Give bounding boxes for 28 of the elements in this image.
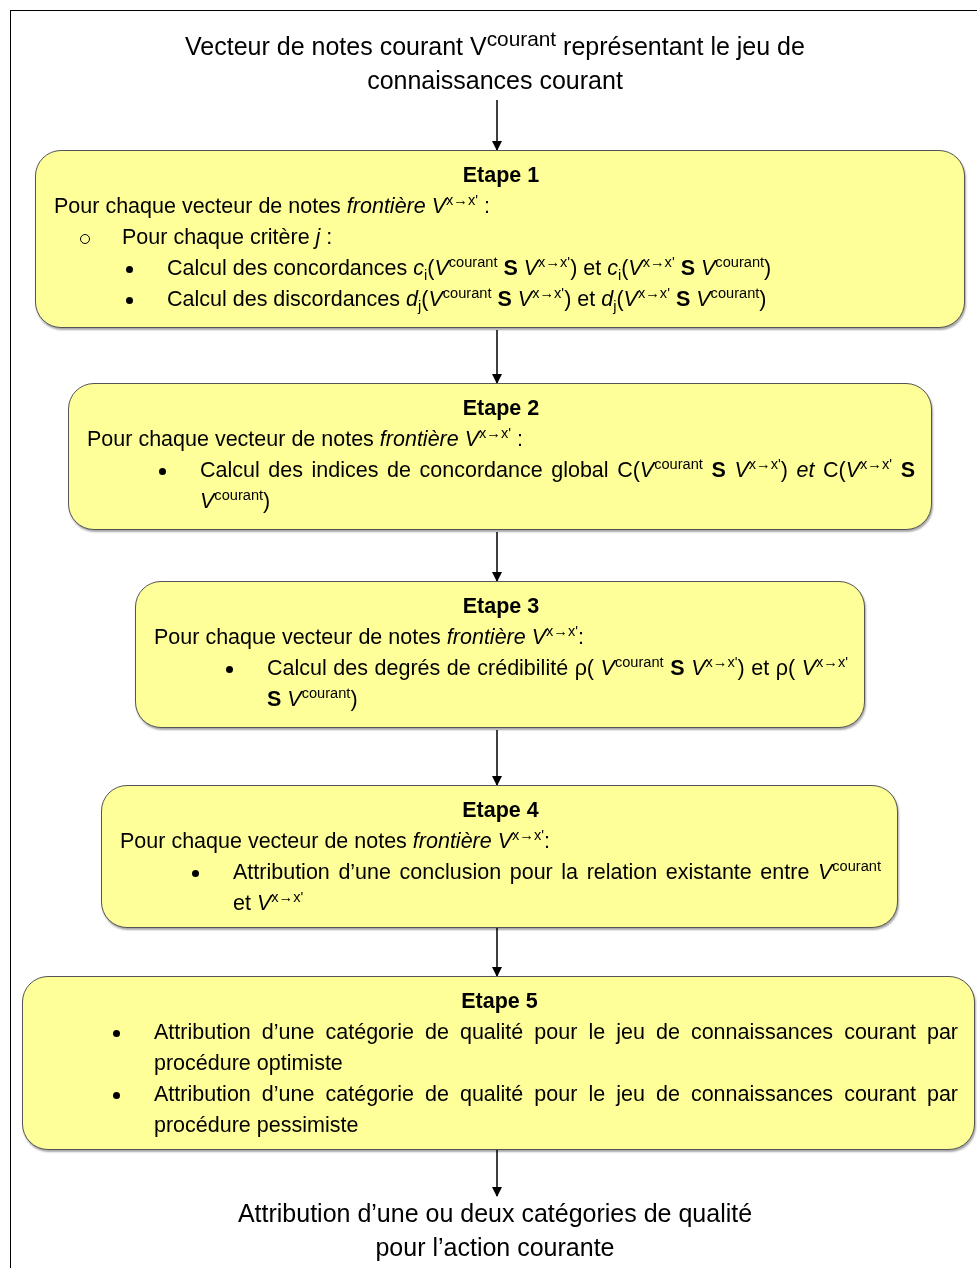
step-box (35, 150, 965, 328)
bullet-text: Attribution d’une conclusion pour la relation existante entre V$^{courant}$ et V$^{x→x'}$ (233, 860, 881, 915)
step-box (22, 976, 975, 1150)
arrow (492, 927, 502, 977)
step-box (101, 785, 898, 928)
step-heading: Etape 2 (461, 395, 541, 422)
step-heading: Etape 4 (461, 797, 540, 824)
step-heading: Etape 3 (461, 593, 541, 620)
step-box (135, 581, 865, 728)
step-text: Pour chaque vecteur de notes frontière V$^{x→x'}$: (120, 829, 551, 853)
bullet-text: Calcul des concordances c$_{i}$(V$^{courant}$ S V$^{x→x'}$) et c$_{i}$(V$^{x→x'}$ S V$^{courant}$) (167, 256, 772, 280)
arrow (492, 329, 502, 384)
step-box (68, 383, 932, 530)
bullet-text: Attribution d’une catégorie de qualité pour le jeu de connaissances courant par procédure optimiste (154, 1020, 958, 1075)
step-text: Pour chaque vecteur de notes frontière V$^{x→x'}$ : (54, 194, 490, 218)
step-text: Pour chaque vecteur de notes frontière V$^{x→x'}$: (154, 625, 585, 649)
arrow (492, 531, 502, 582)
step-text: Pour chaque vecteur de notes frontière V$^{x→x'}$ : (87, 427, 523, 451)
arrow (492, 99, 502, 151)
bullet-text: Attribution d’une catégorie de qualité pour le jeu de connaissances courant par procédure pessimiste (154, 1082, 958, 1137)
step-heading: Etape 1 (461, 162, 541, 189)
bullet-text: Calcul des indices de concordance global C(V$^{courant}$ S V$^{x→x'}$) et C(V$^{x→x'}$ S V$^{courant}$) (200, 458, 915, 513)
arrow (492, 729, 502, 786)
bullet-text: Calcul des degrés de crédibilité ρ( V$^{courant}$ S V$^{x→x'}$) et ρ( V$^{x→x'}$ S V$^{courant}$) (267, 656, 848, 711)
bullet-text: Pour chaque critère j : (122, 225, 333, 249)
flow-text-line: Attribution d’une ou deux catégories de qualité pour l’action courante (237, 1199, 753, 1261)
step-heading: Etape 5 (460, 988, 539, 1015)
flow-text-line: Vecteur de notes courant V$^{courant}$ représentant le jeu de connaissances courant (185, 32, 805, 95)
